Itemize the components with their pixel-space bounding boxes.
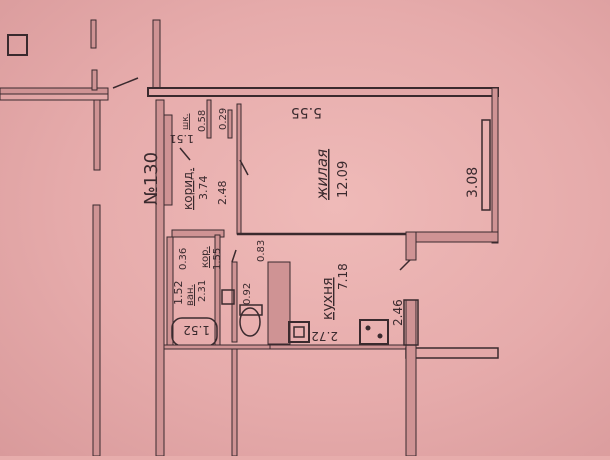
sink-symbol [221, 289, 235, 305]
wall [171, 229, 225, 238]
door-swing [112, 77, 139, 89]
wall [405, 231, 499, 243]
wall [236, 103, 242, 235]
wall [163, 344, 271, 350]
room-name-closet: шк. [181, 113, 191, 130]
wall [93, 99, 101, 171]
door-swing [179, 147, 191, 161]
ventilation-shaft [288, 321, 310, 343]
wall [0, 93, 109, 101]
window [481, 119, 491, 211]
wall [92, 204, 101, 457]
wall [267, 261, 291, 345]
dimension-wc-width: 0.92 [242, 283, 253, 305]
dimension-living-width: 3.08 [465, 167, 481, 198]
room-name-living: жилая [313, 149, 331, 201]
room-area-bath: 2.31 [197, 280, 208, 302]
wall [405, 231, 417, 261]
dimension-living-length: 5.55 [291, 104, 322, 120]
room-name-kitchen: кухня [320, 277, 336, 320]
stove-symbol [359, 319, 389, 345]
dimension-closet-depth: 0.29 [218, 108, 229, 130]
stove-burner [377, 333, 383, 339]
room-area-hall: 1.55 [212, 248, 223, 270]
dimension-hall-width-b: 0.83 [256, 240, 267, 262]
window [403, 299, 419, 346]
wall [231, 344, 238, 457]
room-area-corridor: 3.74 [197, 176, 210, 201]
toilet-symbol [239, 307, 261, 337]
wall [90, 19, 97, 49]
wall [269, 344, 411, 350]
door-swing [239, 159, 249, 176]
wall [91, 69, 98, 91]
room-name-bath: ван. [185, 284, 196, 306]
room-area-closet: 0.58 [197, 110, 208, 132]
room-area-living: 12.09 [336, 161, 351, 198]
wall [163, 114, 173, 206]
wall [405, 347, 499, 359]
dimension-kitchen-width: 2.72 [311, 329, 338, 343]
stove-burner [365, 325, 371, 331]
ventilation-duct [293, 326, 305, 338]
wall [147, 87, 499, 97]
toilet-tank [239, 304, 263, 316]
room-area-kitchen: 7.18 [336, 263, 350, 290]
door-swing [231, 249, 237, 263]
wall [227, 109, 233, 139]
window-symbol [7, 34, 28, 56]
wall [405, 299, 417, 457]
dimension-corridor-width: 1.51 [170, 132, 195, 145]
wall [206, 99, 212, 139]
dimension-bath-width: 1.52 [183, 323, 210, 337]
room-name-hall: кор. [200, 246, 211, 268]
dimension-corridor-length: 2.48 [216, 181, 229, 206]
dimension-bath-length: 1.52 [172, 281, 185, 306]
dimension-hall-width-a: 0.36 [178, 248, 189, 270]
apartment-number: №130 [141, 152, 162, 205]
door-swing [399, 259, 411, 271]
dimension-kitchen-length: 2.46 [391, 299, 405, 326]
room-name-corridor: корид. [181, 168, 195, 210]
wall [491, 87, 499, 244]
wall [152, 19, 161, 89]
